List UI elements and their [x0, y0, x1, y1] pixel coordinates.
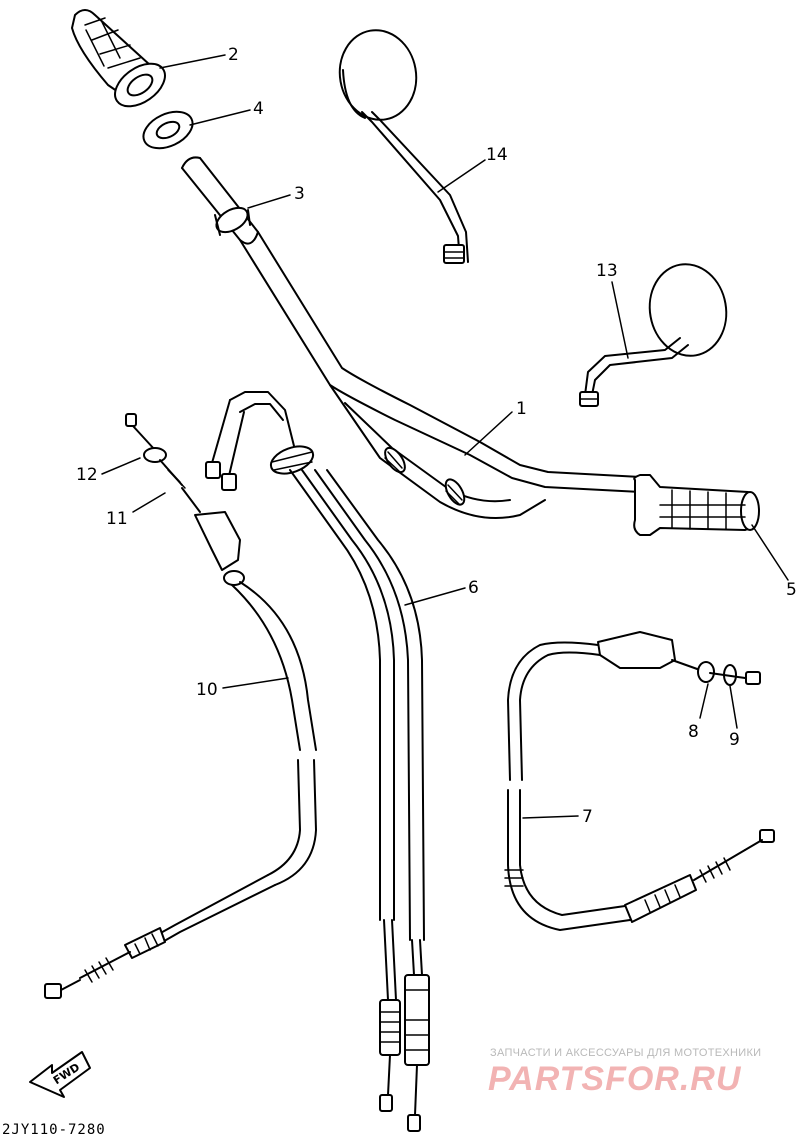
- callout-13: 13: [596, 261, 618, 281]
- throttle-clamp: [214, 206, 251, 236]
- brake-cable: [504, 631, 775, 931]
- handlebar: [181, 156, 641, 520]
- callout-5: 5: [786, 580, 797, 600]
- callout-3: 3: [294, 184, 305, 204]
- diagram-code: 2JY110-7280: [2, 1122, 106, 1138]
- watermark-caption: ЗАПЧАСТИ И АКСЕССУАРЫ ДЛЯ МОТОТЕХНИКИ: [490, 1047, 761, 1059]
- left-grip: [71, 9, 166, 108]
- watermark-logo: PARTSFOR.RU: [488, 1060, 742, 1098]
- callout-4: 4: [253, 99, 264, 119]
- right-grip: [633, 474, 760, 536]
- callout-8: 8: [688, 722, 699, 742]
- callout-2: 2: [228, 45, 239, 65]
- callout-numbers: 1 2 3 4 5 6 7 8 9 10 11 12 13 14: [76, 45, 797, 827]
- leader-lines: [101, 54, 789, 819]
- forward-arrow-icon: FWD: [29, 1051, 91, 1098]
- callout-11: 11: [106, 509, 128, 529]
- callout-7: 7: [582, 807, 593, 827]
- callout-1: 1: [516, 399, 527, 419]
- throttle-cable: [205, 391, 430, 1132]
- callout-12: 12: [76, 465, 98, 485]
- mirror-left: [338, 29, 469, 264]
- clutch-cable: [44, 413, 317, 999]
- grip-washer: [142, 110, 194, 150]
- mirror-right: [579, 263, 728, 407]
- callout-6: 6: [468, 578, 479, 598]
- watermark: ЗАПЧАСТИ И АКСЕССУАРЫ ДЛЯ МОТОТЕХНИКИ PA…: [488, 1047, 761, 1098]
- handlebar-clamp-left: [384, 446, 406, 474]
- callout-9: 9: [729, 730, 740, 750]
- callout-14: 14: [486, 145, 508, 165]
- callout-10: 10: [196, 680, 218, 700]
- handlebar-clamp-right: [444, 478, 466, 506]
